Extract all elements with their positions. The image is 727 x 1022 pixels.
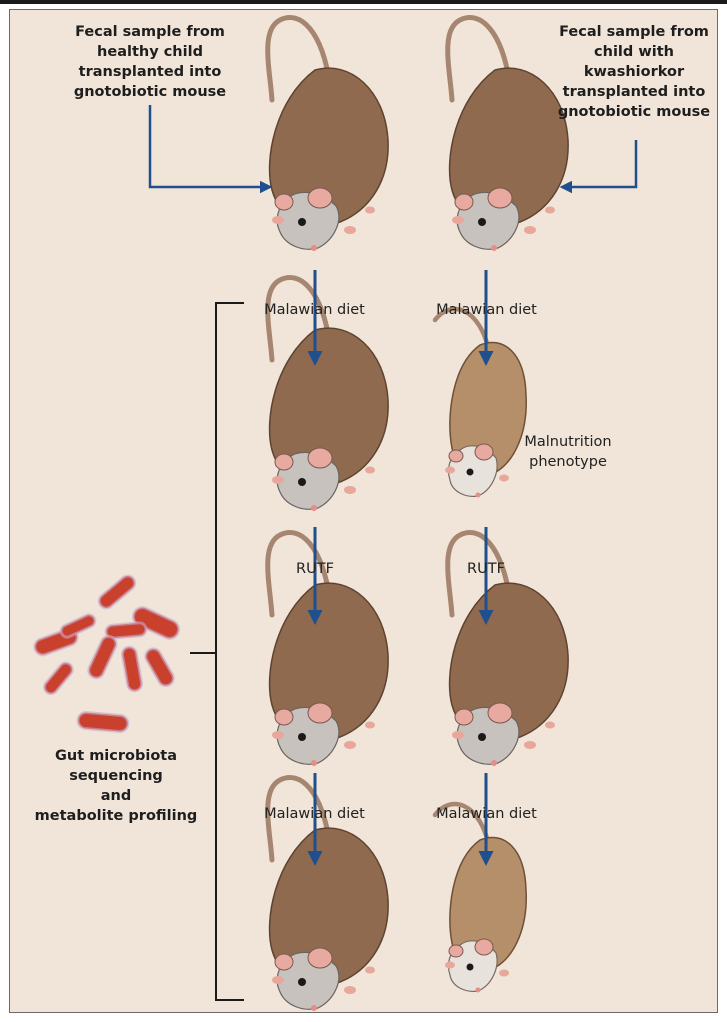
left-source-arrow — [150, 105, 270, 187]
right-source-label: Fecal sample from child with kwashiorkor… — [545, 22, 723, 122]
bracket-icon — [216, 303, 244, 1000]
diet-label: RUTF — [446, 559, 526, 579]
analysis-label: Gut microbiota sequencing and metabolite… — [28, 746, 204, 826]
diet-label: RUTF — [275, 559, 355, 579]
phenotype-label: Malnutrition phenotype — [502, 432, 634, 472]
diet-label: Malawian diet — [252, 300, 377, 320]
diet-label: Malawian diet — [252, 804, 377, 824]
left-source-label: Fecal sample from healthy child transpla… — [52, 22, 248, 102]
malnourished-mouse-diet2 — [435, 804, 526, 992]
donor-healthy-mouse — [268, 18, 388, 251]
bacteria-cluster-icon — [33, 573, 182, 732]
diet-label: Malawian diet — [424, 804, 549, 824]
diet-label: Malawian diet — [424, 300, 549, 320]
right-source-arrow — [562, 140, 636, 187]
